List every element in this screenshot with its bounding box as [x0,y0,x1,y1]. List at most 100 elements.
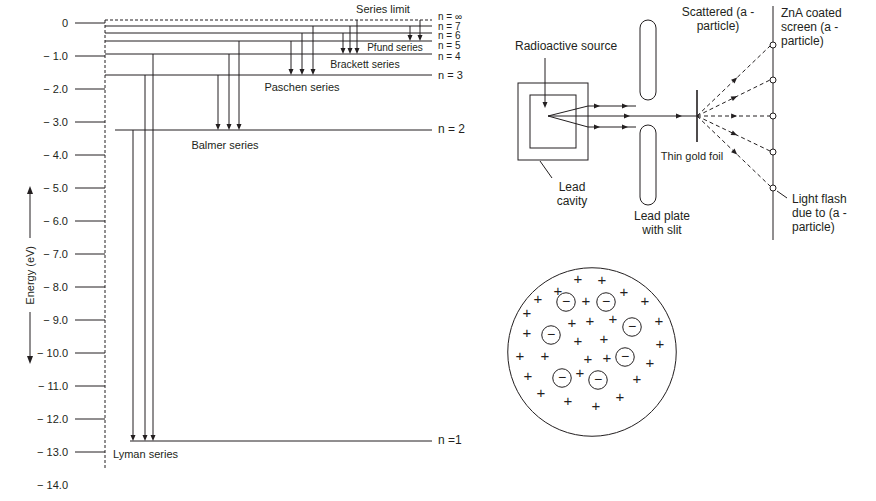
electron-circle: − [622,317,642,337]
light-flash-dot [770,113,776,119]
axis-tick-label: − 6.0 [43,215,68,228]
part-label: Radioactive source [515,40,617,54]
axis-tick-label: − 3.0 [43,116,68,129]
lead-cavity-outer [518,83,588,160]
transition-line [145,75,146,439]
light-flash-dot [770,185,776,191]
charge-sign: − [628,319,636,333]
node-circle [616,348,635,367]
series-limit-label: Series limit [356,3,410,16]
part-label: Light flash due to (a - particle) [792,193,868,234]
axis-tick-label: − 13.0 [37,446,68,459]
lead-plate [640,125,656,205]
transition-line [357,20,358,52]
series-label: Balmer series [191,139,258,152]
axis-tick-label: − 10.0 [37,347,68,360]
transition-head [355,48,360,54]
charge-sign: + [582,293,591,308]
transition-line [153,54,154,439]
charge-sign: + [616,389,625,404]
series-label: Paschen series [264,81,339,94]
axis-tick-label: − 2.0 [43,83,68,96]
node-circle [542,326,561,345]
electron-circle: − [552,368,572,388]
scattered-head [731,149,737,155]
light-flash-dot [770,77,776,83]
level-label: n = ∞ [438,11,462,23]
charge-sign: + [541,348,550,363]
axis-title: Energy (eV) [24,246,37,305]
transition-head [408,35,413,41]
node-circle [553,369,572,388]
scattered-path [697,80,770,116]
charge-sign: + [603,350,612,365]
charge-sign: + [554,283,563,298]
transition-head [143,435,148,441]
transition-line [302,33,303,73]
level-label: n =1 [438,434,462,448]
charge-sign: + [646,355,655,370]
charge-sign: + [576,365,585,380]
transition-line [133,130,134,439]
charge-sign: − [558,370,566,384]
scattered-path [697,46,770,116]
charge-sign: + [620,284,629,299]
axis-tick-label: − 11.0 [38,380,68,393]
charge-sign: + [600,331,609,346]
charge-sign: + [655,313,664,328]
source-leader-head [543,102,548,108]
charge-sign: + [641,293,650,308]
axis-tick-label: − 8.0 [43,281,68,294]
scattered-paths [697,46,770,186]
transition-head [348,48,353,54]
transition-line [313,26,314,73]
part-label: Scattered (a - particle) [678,6,758,34]
node-circle [597,293,616,312]
scattered-head [731,114,737,119]
series-label: Pfund series [367,42,423,54]
scattered-head [731,96,737,101]
charge-sign: + [516,348,525,363]
part-label: Lead plate with slit [630,210,694,238]
atom-sphere: −−−−−−−++++++++++++++++++++++++++++ [507,267,677,437]
level-label: n = 4 [438,51,461,63]
transition-line [218,75,219,128]
charge-sign: + [574,333,583,348]
level-label: n = 5 [438,40,461,52]
axis-tick-label: 0 [62,17,68,30]
part-label: Lead cavity [552,181,592,209]
charge-sign: + [524,368,533,383]
electron-circle: − [615,347,635,367]
axis-tick-label: − 14.0 [37,479,68,492]
alpha-beam-heads [594,104,682,130]
transition-arrows [131,20,423,441]
axis-tick-label: − 9.0 [43,314,68,327]
transition-head [418,35,423,41]
source-leader [545,58,546,103]
charge-sign: + [523,325,532,340]
light-flash-dot [770,42,776,48]
zns-screen [773,6,774,240]
charge-sign: − [562,294,570,308]
charge-sign: − [602,294,610,308]
energy-levels [105,26,432,441]
node-circle [508,268,677,437]
axis-tick-label: − 4.0 [43,149,68,162]
node-circle [623,318,642,337]
transition-line [291,41,292,73]
transition-head [216,124,221,130]
transition-line [239,41,240,128]
charge-sign: − [547,327,555,341]
node-circle [589,371,608,390]
scattered-head [731,130,737,135]
charge-sign: + [586,313,595,328]
axis-tick-label: − 7.0 [43,248,68,261]
level-label: n = 2 [438,123,465,137]
light-flash-dot [770,149,776,155]
transition-head [341,48,346,54]
frame-dashed [105,20,432,468]
charge-sign: + [568,315,577,330]
axis-tick-label: − 1.0 [43,50,68,63]
scattered-path [697,116,770,151]
charge-sign: + [564,393,573,408]
